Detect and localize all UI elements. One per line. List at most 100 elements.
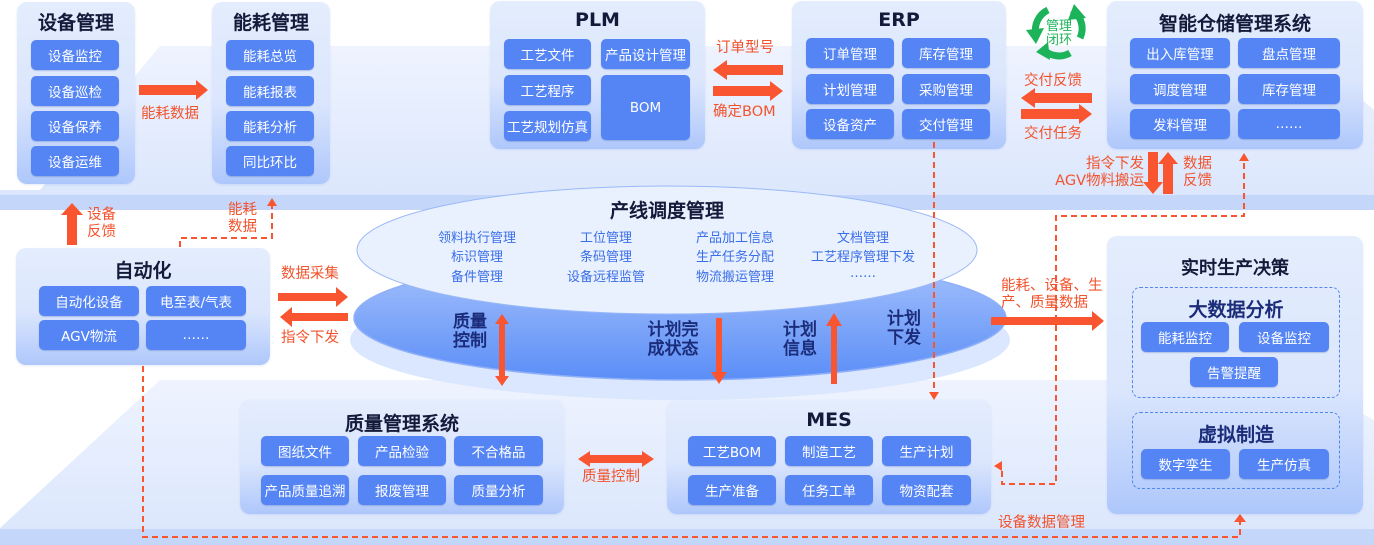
device-data-mgmt-label: 设备数据管理 <box>998 515 1085 531</box>
wms-inventory-tile[interactable]: 库存管理 <box>1238 74 1340 104</box>
wms-more-tile[interactable]: …… <box>1238 109 1340 139</box>
confirm-bom-label: 确定BOM <box>713 104 776 120</box>
bom-tile[interactable]: BOM <box>601 75 690 140</box>
automation-panel: 自动化 自动化设备 电至表/气表 AGV物流 …… <box>16 248 270 365</box>
energy-data-2-label: 能耗 数据 <box>228 202 257 236</box>
order-mgmt-tile[interactable]: 订单管理 <box>806 38 894 68</box>
energy-mgmt-panel: 能耗管理 能耗总览 能耗报表 能耗分析 同比环比 <box>212 2 330 184</box>
device-ops-tile[interactable]: 设备运维 <box>31 146 119 176</box>
label-line: 计划 <box>887 309 921 329</box>
process-file-tile[interactable]: 工艺文件 <box>504 39 591 69</box>
delivery-mgmt-tile[interactable]: 交付管理 <box>902 109 990 139</box>
sched-item: 条码管理 <box>579 250 632 265</box>
decision-panel: 实时生产决策 大数据分析 能耗监控 设备监控 告警提醒 虚拟制造 数字孪生 生产… <box>1107 236 1363 514</box>
decision-title: 实时生产决策 <box>1181 258 1289 279</box>
delivery-task-label: 交付任务 <box>1024 126 1082 142</box>
label-line: 信息 <box>783 339 817 359</box>
virtual-mfg-box: 虚拟制造 数字孪生 生产仿真 <box>1132 412 1340 489</box>
energy-data-label: 能耗数据 <box>141 106 199 122</box>
inventory-mgmt-tile[interactable]: 库存管理 <box>902 38 990 68</box>
automation-more-tile[interactable]: …… <box>146 320 246 350</box>
in-out-stock-tile[interactable]: 出入库管理 <box>1130 38 1230 68</box>
device-asset-tile[interactable]: 设备资产 <box>806 109 894 139</box>
digital-twin-tile[interactable]: 数字孪生 <box>1141 449 1230 479</box>
plm-panel: PLM 工艺文件 产品设计管理 工艺程序 BOM 工艺规划仿真 <box>490 1 705 149</box>
label-line: AGV物料搬运 <box>1055 173 1144 189</box>
sched-item: 备件管理 <box>450 270 503 285</box>
device-monitor-tile[interactable]: 设备监控 <box>31 40 119 70</box>
device-mgmt-title: 设备管理 <box>37 12 114 34</box>
device-mgmt-panel: 设备管理 设备监控 设备巡检 设备保养 设备运维 <box>17 2 135 184</box>
stocktake-tile[interactable]: 盘点管理 <box>1238 38 1340 68</box>
agv-logistics-tile[interactable]: AGV物流 <box>39 320 139 350</box>
mfg-process-tile[interactable]: 制造工艺 <box>785 436 873 466</box>
device-monitor-tile-2[interactable]: 设备监控 <box>1239 322 1329 352</box>
plan-mgmt-tile[interactable]: 计划管理 <box>806 74 894 104</box>
material-kit-tile[interactable]: 物资配套 <box>882 475 971 505</box>
closed-loop-label: 管理 闭环 <box>1040 20 1078 48</box>
quality-system-panel: 质量管理系统 图纸文件 产品检验 不合格品 产品质量追溯 报废管理 质量分析 <box>240 400 564 514</box>
plm-title: PLM <box>575 9 620 31</box>
scrap-mgmt-tile[interactable]: 报废管理 <box>358 475 446 505</box>
process-plan-sim-tile[interactable]: 工艺规划仿真 <box>504 111 591 141</box>
big-data-title: 大数据分析 <box>1188 299 1284 321</box>
prod-sim-tile[interactable]: 生产仿真 <box>1239 449 1329 479</box>
product-inspect-tile[interactable]: 产品检验 <box>358 436 446 466</box>
delivery-feedback-label: 交付反馈 <box>1024 73 1082 89</box>
label-line: 数据 <box>1183 156 1212 172</box>
label-line: 下发 <box>887 328 921 348</box>
prod-prep-tile[interactable]: 生产准备 <box>688 475 776 505</box>
product-design-tile[interactable]: 产品设计管理 <box>601 39 690 69</box>
label-line: 管理 <box>1045 19 1072 34</box>
mes-panel: MES 工艺BOM 制造工艺 生产计划 生产准备 任务工单 物资配套 <box>667 400 991 514</box>
drawing-file-tile[interactable]: 图纸文件 <box>261 436 349 466</box>
device-inspect-tile[interactable]: 设备巡检 <box>31 76 119 106</box>
work-order-tile[interactable]: 任务工单 <box>785 475 873 505</box>
quality-system-title: 质量管理系统 <box>344 413 459 435</box>
label-line: 质量 <box>453 312 487 332</box>
energy-analysis-tile[interactable]: 能耗分析 <box>226 111 314 141</box>
energy-report-tile[interactable]: 能耗报表 <box>226 76 314 106</box>
label-line: 能耗、设备、生 <box>1001 278 1103 294</box>
dispatch-mgmt-tile[interactable]: 调度管理 <box>1130 74 1230 104</box>
process-program-tile[interactable]: 工艺程序 <box>504 75 591 105</box>
label-line: 计划 <box>783 320 817 340</box>
meter-tile[interactable]: 电至表/气表 <box>146 286 246 316</box>
order-model-label: 订单型号 <box>716 40 774 56</box>
erp-panel: ERP 订单管理 库存管理 计划管理 采购管理 设备资产 交付管理 <box>792 1 1006 149</box>
disc-top <box>356 185 978 315</box>
scheduling-title: 产线调度管理 <box>609 200 724 222</box>
plan-info-flow-label: 计划 信息 <box>778 321 822 359</box>
energy-monitor-tile[interactable]: 能耗监控 <box>1141 322 1229 352</box>
label-line: 反馈 <box>1183 173 1212 189</box>
sched-item: 生产任务分配 <box>695 250 774 265</box>
decision-data-label: 能耗、设备、生 产、质量数据 <box>1001 278 1103 312</box>
energy-overview-tile[interactable]: 能耗总览 <box>226 40 314 70</box>
energy-mgmt-title: 能耗管理 <box>232 12 309 34</box>
label-line: 控制 <box>453 331 487 351</box>
device-maintain-tile[interactable]: 设备保养 <box>31 111 119 141</box>
alarm-tile[interactable]: 告警提醒 <box>1190 357 1278 387</box>
label-line: 闭环 <box>1045 33 1072 48</box>
wms-title: 智能仓储管理系统 <box>1158 13 1311 35</box>
auto-device-tile[interactable]: 自动化设备 <box>39 286 139 316</box>
purchase-mgmt-tile[interactable]: 采购管理 <box>902 74 990 104</box>
process-bom-tile[interactable]: 工艺BOM <box>688 436 776 466</box>
nonconforming-tile[interactable]: 不合格品 <box>454 436 543 466</box>
material-issue-tile[interactable]: 发料管理 <box>1130 109 1230 139</box>
mes-title: MES <box>806 409 852 431</box>
quality-trace-tile[interactable]: 产品质量追溯 <box>261 475 349 505</box>
sched-item: 文档管理 <box>836 231 889 246</box>
sched-item: 工位管理 <box>579 231 632 246</box>
cmd-agv-label: 指令下发 AGV物料搬运 <box>1048 156 1144 190</box>
label-line: 反馈 <box>87 224 116 240</box>
label-line: 数据 <box>228 219 257 235</box>
automation-title: 自动化 <box>114 260 172 282</box>
erp-title: ERP <box>878 9 920 31</box>
cmd-issue-label: 指令下发 <box>281 330 339 346</box>
device-feedback-label: 设备 反馈 <box>87 207 116 241</box>
quality-analysis-tile[interactable]: 质量分析 <box>454 475 543 505</box>
prod-plan-tile[interactable]: 生产计划 <box>882 436 971 466</box>
energy-yoy-tile[interactable]: 同比环比 <box>226 146 314 176</box>
sched-item: 物流搬运管理 <box>695 270 774 285</box>
